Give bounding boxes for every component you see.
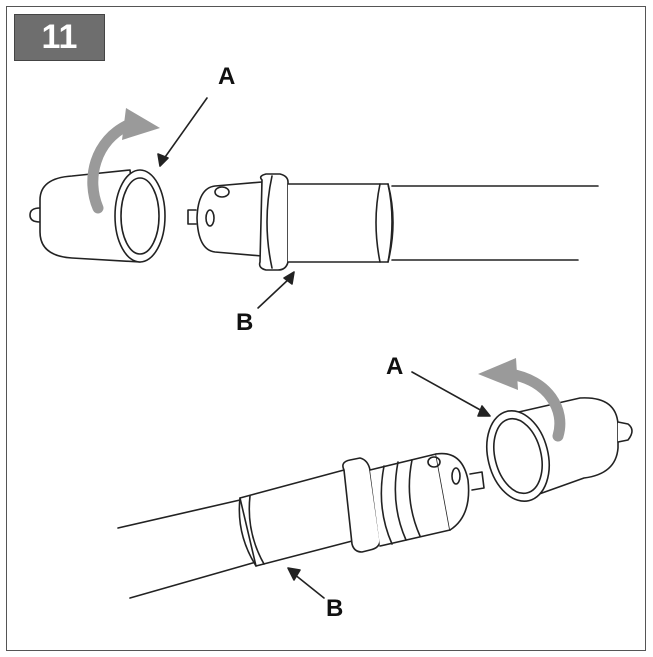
label-bottom-b: B [326, 595, 343, 622]
bottom-cable-connector [117, 452, 485, 599]
step-number-badge: 11 [14, 14, 105, 61]
bottom-cap [486, 397, 633, 503]
bottom-rotation-arrow [478, 358, 566, 442]
label-bottom-a: A [386, 353, 403, 380]
bottom-leader-lines [287, 371, 491, 599]
top-leader-lines [157, 97, 295, 309]
top-rotation-arrow [87, 108, 160, 214]
top-cap [29, 169, 166, 263]
top-cable-connector [187, 173, 599, 271]
label-top-a: A [218, 63, 235, 90]
label-top-b: B [236, 309, 253, 336]
